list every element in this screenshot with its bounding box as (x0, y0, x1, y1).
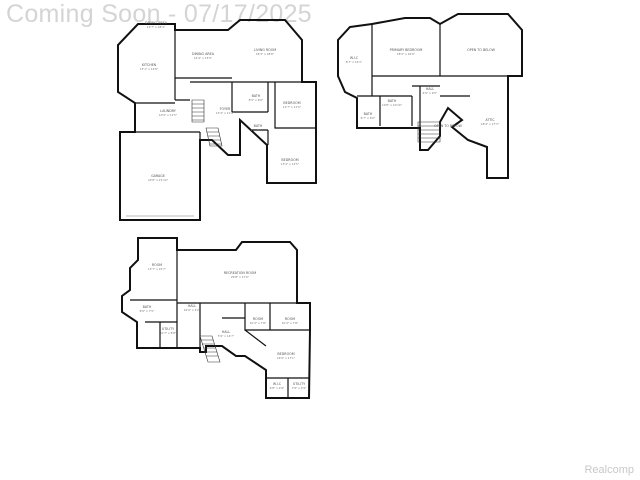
lower-floor-labels: ROOM 13'7" x 15'7" RECREATION ROOM 29'8"… (140, 263, 307, 390)
room-label: ATTIC (485, 118, 495, 122)
room-dims: 13'4" x 13'5" (281, 162, 300, 166)
room-label: UTILITY (293, 382, 306, 386)
room-dims: 10'0" x 11'5" (159, 113, 178, 117)
room-dims: 12'7" x 11'0" (283, 105, 302, 109)
room-label: BEDROOM (277, 352, 294, 356)
realcomp-watermark: Realcomp (584, 464, 634, 476)
room-label: GARAGE (151, 174, 165, 178)
room-label: DINING AREA (145, 21, 168, 25)
lower-floor-plan (121, 237, 311, 399)
main-stairs (191, 99, 223, 147)
room-label: RECREATION ROOM (224, 271, 257, 275)
room-label: BATH (143, 305, 152, 309)
room-dims: 18'3" x 18'8" (256, 52, 275, 56)
room-label: LAUNDRY (160, 109, 177, 113)
room-dims: 14'4" x 13'0" (194, 56, 213, 60)
room-dims: 22'8" x 21'10" (148, 178, 169, 182)
room-dims: 13'4" x 11'9" (216, 111, 235, 115)
upper-floor-plan (337, 13, 523, 179)
room-label: HALL (426, 87, 435, 91)
room-label: KITCHEN (142, 63, 157, 67)
room-label: BEDROOM (283, 101, 300, 105)
room-dims: 10'8" x 10'10" (382, 103, 403, 107)
room-label: ROOM (253, 317, 263, 321)
room-dims: 13'1" x 14'8" (140, 67, 159, 71)
room-label: LIVING ROOM (254, 48, 277, 52)
lower-stairs (199, 335, 221, 363)
room-label: ROOM (152, 263, 162, 267)
upper-stairs (417, 121, 441, 143)
room-dims: 18'4" x 17'3" (481, 122, 500, 126)
room-label: FOYER (220, 107, 231, 111)
room-dims: 13'7" x 15'7" (148, 267, 167, 271)
room-label: BATH (388, 99, 397, 103)
upper-floor-labels: W.I.C 8'7" x 14'1" PRIMARY BEDROOM 18'2"… (346, 48, 500, 128)
room-label: HALL (222, 330, 231, 334)
room-label: OPEN TO BELOW (434, 124, 462, 128)
main-floor-plan (117, 19, 317, 221)
room-dims: 8'7" x 6'5" (251, 128, 266, 132)
room-dims: 12'7" x 18'4" (147, 25, 166, 29)
room-dims: 6'8" x 4'9" (270, 386, 285, 390)
room-dims: 8'0" x 7'5" (140, 309, 155, 313)
room-dims: 4'6" x 9'5" (423, 91, 438, 95)
room-label: W.I.C (350, 56, 359, 60)
room-dims: 16'0" x 4'2" (184, 308, 201, 312)
room-label: W.I.C (273, 382, 282, 386)
room-label: BATH (254, 124, 263, 128)
main-floor-labels: DINING AREA 12'7" x 18'4" KITCHEN 13'1" … (140, 21, 302, 182)
room-dims: 18'2" x 16'0" (397, 52, 416, 56)
room-dims: 8'7" x 14'1" (346, 60, 363, 64)
room-label: DINING AREA (192, 52, 215, 56)
room-label: BATH (252, 94, 261, 98)
room-label: PRIMARY BEDROOM (390, 48, 423, 52)
room-label: BATH (364, 112, 373, 116)
room-label: UTILITY (162, 327, 175, 331)
room-label: OPEN TO BELOW (467, 48, 495, 52)
room-label: ROOM (285, 317, 295, 321)
room-dims: 10'4" x 7'8" (282, 321, 299, 325)
room-dims: 10'4" x 7'8" (250, 321, 267, 325)
room-dims: 29'8" x 17'0" (231, 275, 250, 279)
room-dims: 7'8" x 4'9" (292, 386, 307, 390)
room-dims: 6'7" x 6'0" (361, 116, 376, 120)
room-label: HALL (188, 304, 197, 308)
room-dims: 10'7" x 8'8" (160, 331, 177, 335)
room-label: BEDROOM (281, 158, 298, 162)
room-dims: 8'5" x 6'0" (249, 98, 264, 102)
room-dims: 5'9" x 14'7" (218, 334, 235, 338)
room-dims: 16'0" x 17'1" (277, 356, 296, 360)
